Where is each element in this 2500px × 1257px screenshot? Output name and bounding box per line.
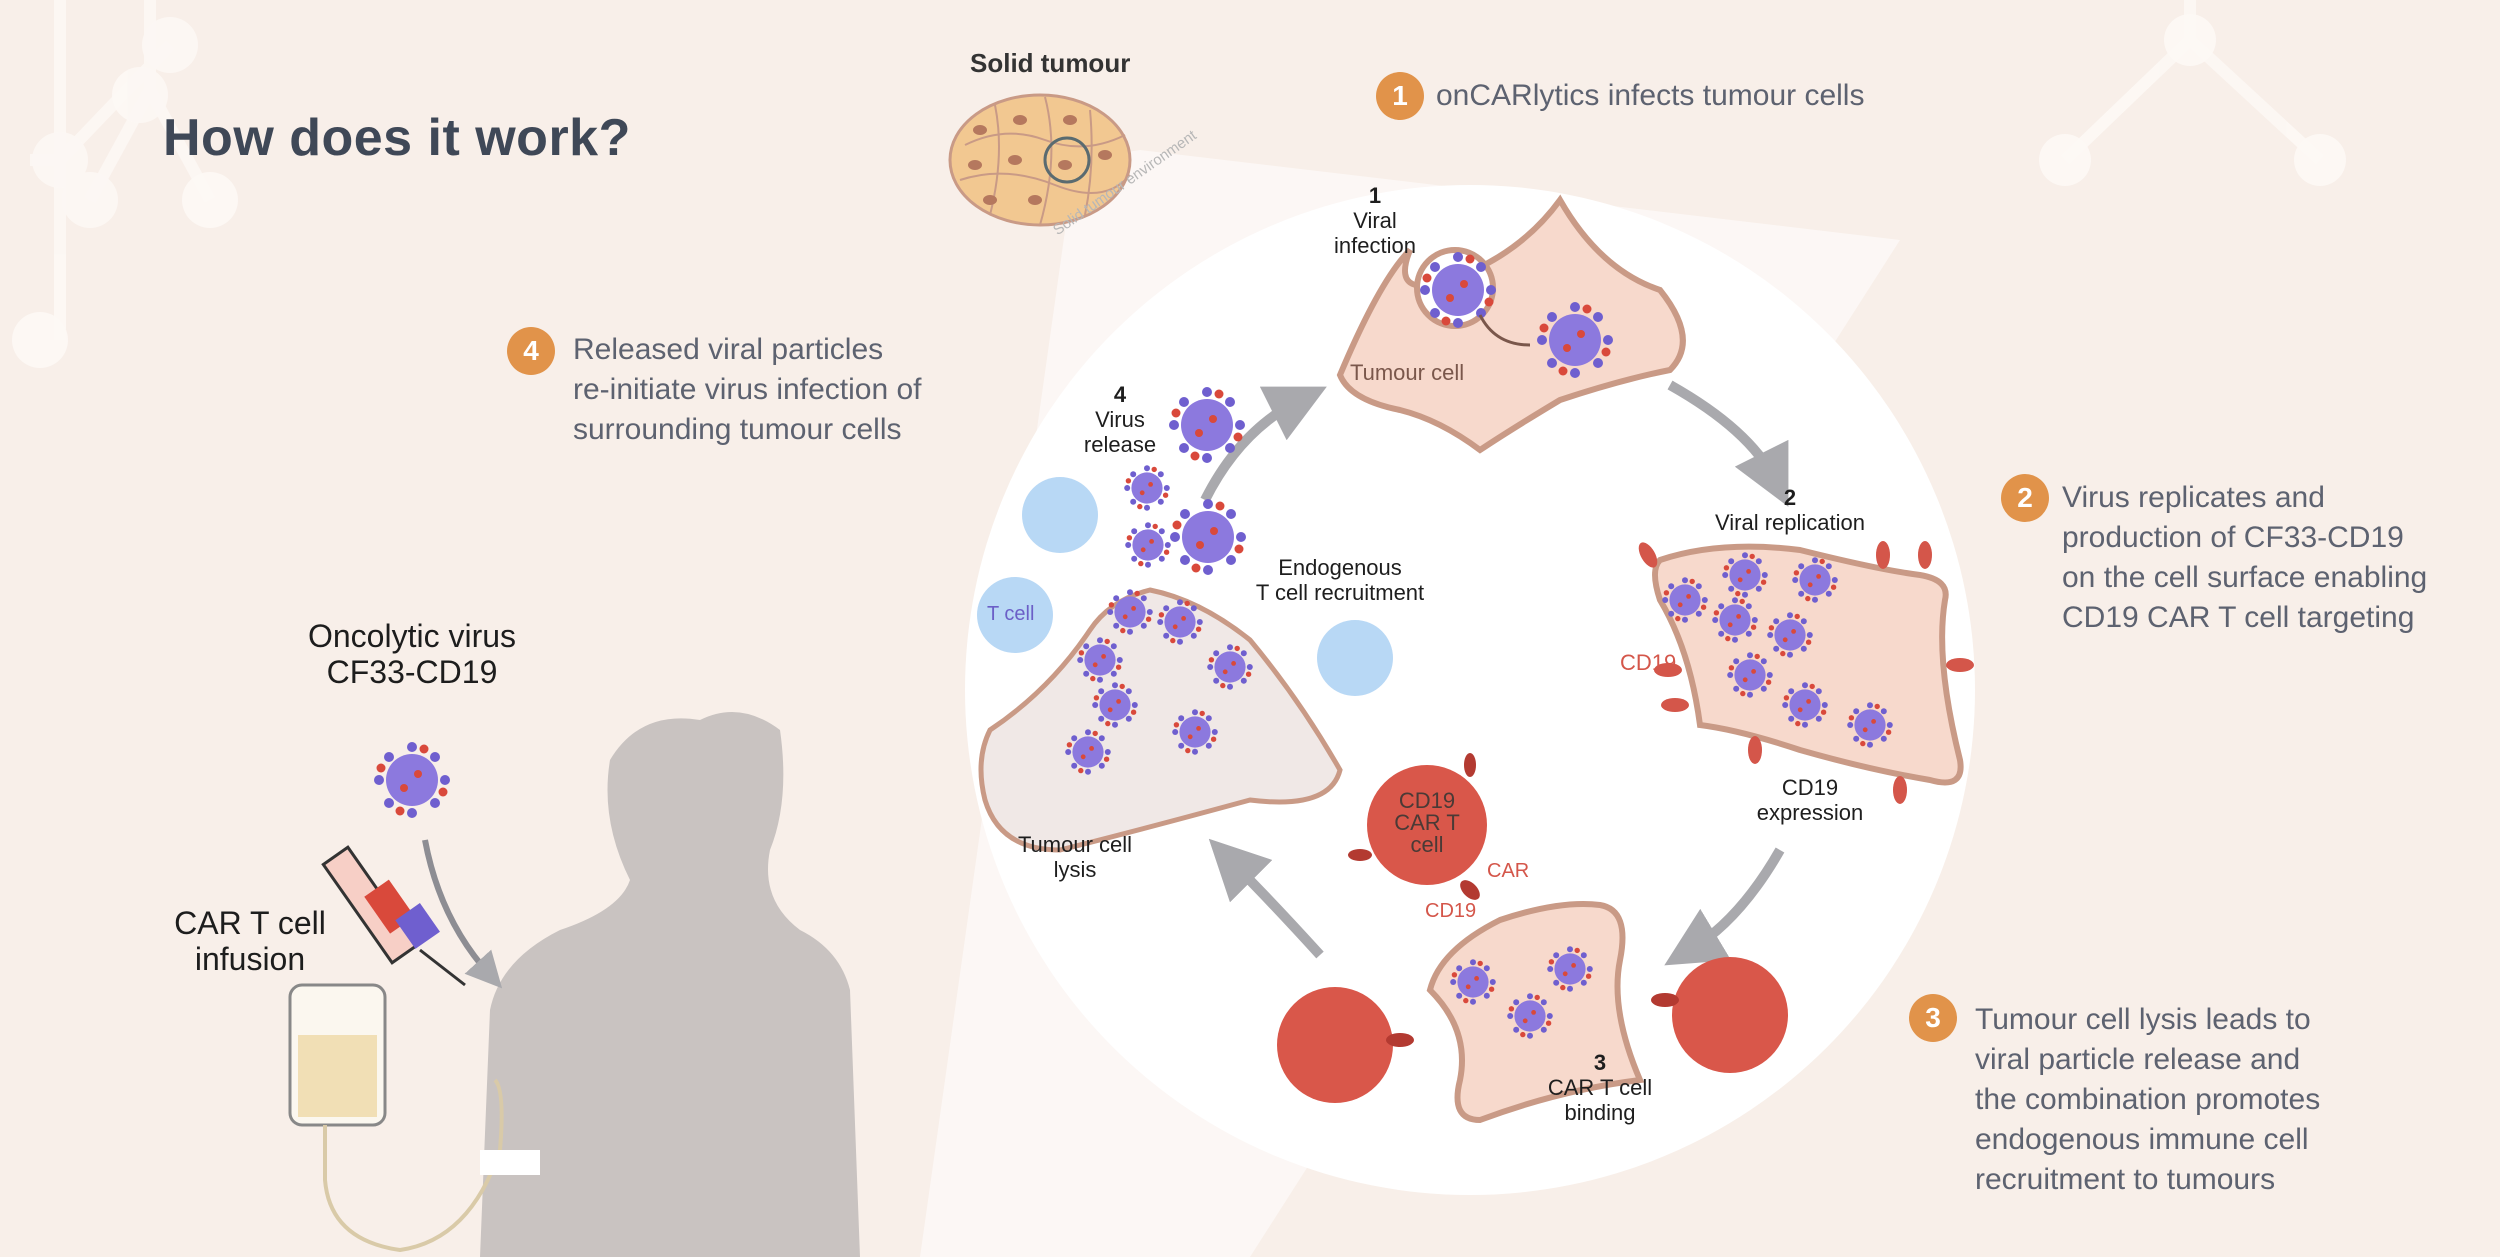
cycle-arrow-4-1 — [1200, 386, 1327, 503]
recruitment-line: Endogenous — [1278, 555, 1402, 580]
cd19-receptors — [1638, 541, 1974, 804]
step-3-badge: 3 — [1909, 994, 1957, 1042]
t-cell — [977, 577, 1053, 653]
stage-2-label: 2 Viral replication — [1680, 485, 1900, 535]
car-t-cell-line: CD19 — [1398, 788, 1456, 813]
stage-4-label: 4 Virus release — [1080, 382, 1160, 457]
stage-1-line: infection — [1334, 233, 1416, 258]
car-t-infusion-label: CAR T cell infusion — [130, 905, 370, 977]
stage-3-label: 3 CAR T cell binding — [1540, 1050, 1660, 1125]
cd19-label: CD19 — [1620, 650, 1677, 675]
tumour-cell-stage-1 — [1336, 194, 1686, 454]
cycle-arrow-3-4 — [1208, 838, 1324, 959]
step-3-line: Tumour cell lysis leads to — [1975, 1003, 2311, 1036]
step-2-badge: 2 — [2001, 474, 2049, 522]
stage-4-number: 4 — [1113, 382, 1127, 407]
syringe-icon — [321, 845, 466, 987]
magnify-circle — [1043, 136, 1091, 184]
car-label: CAR — [1487, 860, 1530, 882]
oncolytic-virus-label: Oncolytic virus CF33-CD19 — [262, 618, 562, 690]
car-t-cell — [1672, 957, 1788, 1073]
stage-1-label: 1 Viral infection — [1330, 183, 1420, 258]
step-4-text: Released viral particles re-initiate vir… — [573, 330, 922, 450]
step-4-line: re-initiate virus infection of — [573, 373, 922, 406]
car-t-cell — [1277, 987, 1393, 1103]
tumour-cell-lysis — [978, 587, 1343, 853]
stage-1-number: 1 — [1368, 183, 1382, 208]
stage-3-line: CAR T cell — [1547, 1075, 1653, 1100]
stage-3-number: 3 — [1593, 1050, 1607, 1075]
stage-2-number: 2 — [1783, 485, 1797, 510]
car-t-cell — [1367, 765, 1487, 885]
cycle-arrow-1-2 — [1667, 380, 1789, 507]
infusion-bag-icon — [288, 983, 504, 1253]
step-3-line: viral particle release and — [1975, 1043, 2301, 1076]
recruitment-line: T cell recruitment — [1255, 580, 1425, 605]
car-t-cell-label: CD19 CAR T cell — [1387, 790, 1467, 856]
tumour-cell-label: Tumour cell — [1350, 360, 1465, 385]
solid-tumour-icon — [948, 93, 1132, 227]
solid-tumour-label: Solid tumour — [970, 48, 1131, 78]
oncolytic-virus-icon — [374, 742, 450, 818]
step-3-line: recruitment to tumours — [1975, 1163, 2276, 1196]
step-3-line: endogenous immune cell — [1975, 1123, 2309, 1156]
stage-2-line: Viral replication — [1714, 510, 1865, 535]
step-4-badge: 4 — [507, 327, 555, 375]
step-2-line: on the cell surface enabling — [2062, 561, 2428, 594]
stage-3-line: binding — [1564, 1100, 1636, 1125]
step-2-line: CD19 CAR T cell targeting — [2062, 601, 2415, 634]
infusion-line: infusion — [194, 941, 306, 977]
arrow-icon — [1478, 314, 1531, 347]
injection-arrow — [422, 839, 503, 989]
step-2-text: Virus replicates and production of CF33-… — [2062, 478, 2427, 638]
endogenous-recruitment-label: Endogenous T cell recruitment — [1225, 555, 1455, 605]
lysis-line: lysis — [1053, 857, 1097, 882]
cd19-expression-line: CD19 — [1781, 775, 1839, 800]
lysis-line: Tumour cell — [1017, 832, 1133, 857]
step-1-badge: 1 — [1376, 72, 1424, 120]
oncolytic-virus-line: Oncolytic virus — [307, 618, 517, 654]
cd19-expression-line: expression — [1756, 800, 1864, 825]
step-3-text: Tumour cell lysis leads to viral particl… — [1975, 1000, 2320, 1200]
step-2-line: Virus replicates and — [2062, 481, 2325, 514]
car-t-cell-line: cell — [1410, 832, 1444, 857]
cd19-expression-label: CD19 expression — [1740, 775, 1880, 825]
car-t-cell-line: CAR T — [1394, 810, 1460, 835]
t-cell — [1022, 477, 1098, 553]
step-4-line: surrounding tumour cells — [573, 413, 902, 446]
tumour-cell-lysis-label: Tumour cell lysis — [1000, 832, 1150, 882]
stage-1-line: Viral — [1353, 208, 1397, 233]
cycle-arrow-2-3 — [1664, 847, 1785, 966]
oncolytic-virus-line: CF33-CD19 — [326, 654, 498, 690]
step-3-line: the combination promotes — [1975, 1083, 2321, 1116]
t-cell — [1317, 620, 1393, 696]
step-1-line: onCARlytics infects tumour cells — [1436, 79, 1865, 112]
armband — [480, 1150, 540, 1175]
step-2-line: production of CF33-CD19 — [2062, 521, 2404, 554]
stage-4-line: release — [1083, 432, 1157, 457]
cd19-label-stage-3: CD19 — [1425, 900, 1477, 922]
infusion-line: CAR T cell — [174, 905, 326, 941]
t-cell-label: T cell — [987, 603, 1035, 625]
step-1-text: onCARlytics infects tumour cells — [1436, 76, 1864, 116]
stage-4-line: Virus — [1095, 407, 1145, 432]
page-title: How does it work? — [163, 109, 631, 167]
step-4-line: Released viral particles — [573, 333, 884, 366]
car-receptors — [1348, 753, 1679, 1047]
patient-silhouette — [480, 712, 860, 1257]
